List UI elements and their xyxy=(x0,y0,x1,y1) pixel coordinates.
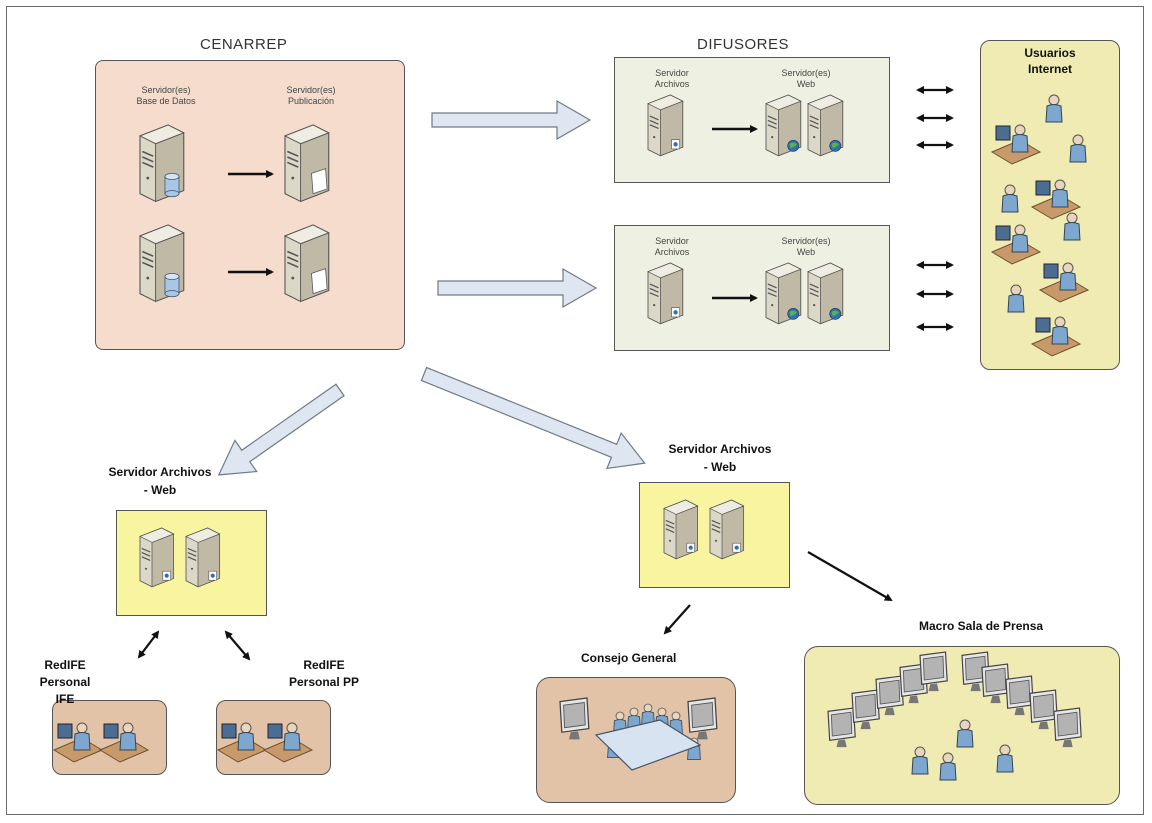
monitor-icon xyxy=(875,675,904,716)
right-server-label: Servidor Archivos - Web xyxy=(668,442,772,474)
difusor-2-files-label: Servidor Archivos xyxy=(654,236,690,257)
server-icons xyxy=(138,94,844,588)
user-at-desk-icon xyxy=(1038,262,1090,303)
block-arrow-to-left-server xyxy=(217,383,345,476)
left-server-label: Servidor Archivos - Web xyxy=(108,465,212,497)
user-icon xyxy=(1001,184,1019,213)
cenarrep-box xyxy=(95,60,405,350)
difusores-title: DIFUSORES xyxy=(697,36,790,53)
server-icon xyxy=(709,499,745,560)
user-icon xyxy=(1069,134,1087,163)
server-icon xyxy=(139,527,175,588)
monitor-icon xyxy=(919,651,948,692)
user-at-desk-icon xyxy=(216,722,268,763)
server-icon xyxy=(283,224,330,303)
db-servers-label: Servidor(es) Base de Datos xyxy=(136,85,196,106)
user-icon xyxy=(911,746,929,775)
user-at-desk-icon xyxy=(52,722,104,763)
user-icon xyxy=(1045,94,1063,123)
monitor-icon xyxy=(851,689,880,730)
server-icon xyxy=(807,262,844,325)
consejo-general-label: Consejo General xyxy=(581,651,677,665)
block-arrow-to-difusor-2 xyxy=(437,267,598,309)
monitor-icon xyxy=(559,697,590,740)
arrow-right-server-to-consejo xyxy=(663,604,691,635)
user-icon xyxy=(1063,212,1081,241)
arrow-right-server-to-macro xyxy=(807,551,893,602)
cenarrep-title: CENARREP xyxy=(200,36,288,53)
server-icon xyxy=(647,262,684,325)
monitor-icon xyxy=(1053,707,1082,748)
monitor-icon xyxy=(827,707,856,748)
difusor-1-web-label: Servidor(es) Web xyxy=(781,68,831,89)
user-at-desk-icon xyxy=(1030,179,1082,220)
double-arrows-difusor-2 xyxy=(916,261,954,331)
user-at-desk-icon xyxy=(262,722,314,763)
server-icon xyxy=(663,499,699,560)
difusor-box-2 xyxy=(614,225,890,351)
server-icon xyxy=(765,262,802,325)
server-icon xyxy=(283,124,330,203)
server-icon xyxy=(185,527,221,588)
redife-ife-label: RedIFE Personal IFE xyxy=(39,658,91,706)
block-arrow-to-right-server xyxy=(420,366,646,470)
monitor-icon xyxy=(981,663,1010,704)
macro-sala-label: Macro Sala de Prensa xyxy=(919,619,1044,633)
monitor-icon xyxy=(1029,689,1058,730)
user-icon xyxy=(939,752,957,781)
arrow-left-server-to-pp xyxy=(224,630,251,661)
pub-servers-label: Servidor(es) Publicación xyxy=(286,85,336,106)
block-arrow-to-difusor-1 xyxy=(431,99,592,141)
double-arrows-difusor-1 xyxy=(916,86,954,149)
user-at-desk-icon xyxy=(1030,316,1082,357)
server-icon xyxy=(765,94,802,157)
server-icon xyxy=(138,224,185,303)
monitor-icon xyxy=(687,697,718,740)
user-at-desk-icon xyxy=(990,224,1042,265)
people-icons xyxy=(52,94,1090,781)
internet-users-label: Usuarios Internet xyxy=(1024,46,1076,76)
arrow-left-server-to-ife xyxy=(137,630,160,659)
redife-pp-label: RedIFE Personal PP xyxy=(288,658,360,689)
server-icon xyxy=(807,94,844,157)
monitor-icon xyxy=(1005,675,1034,716)
user-icon xyxy=(1007,284,1025,313)
difusor-1-files-label: Servidor Archivos xyxy=(654,68,690,89)
user-icon xyxy=(956,719,974,748)
difusor-2-web-label: Servidor(es) Web xyxy=(781,236,831,257)
server-icon xyxy=(647,94,684,157)
monitor-icons xyxy=(559,651,1082,771)
user-at-desk-icon xyxy=(98,722,150,763)
outer-frame xyxy=(6,6,1144,815)
user-icon xyxy=(996,744,1014,773)
server-icon xyxy=(138,124,185,203)
user-at-desk-icon xyxy=(990,124,1042,165)
